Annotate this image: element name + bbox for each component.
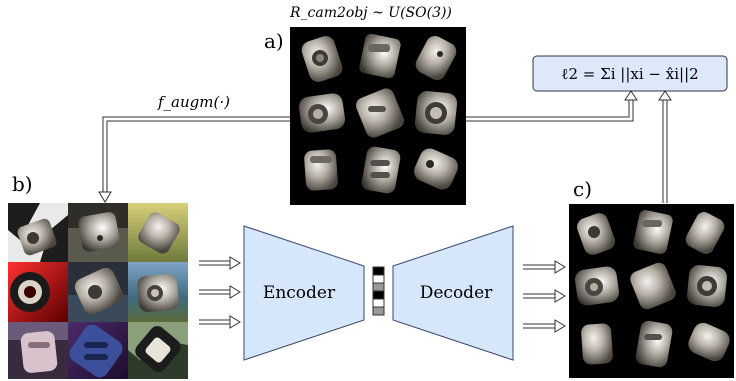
rotation-formula: R_cam2obj ~ U(SO(3)): [289, 5, 452, 21]
augmentation-function: f_augm(·): [157, 93, 230, 111]
loss-formula: ℓ2 = Σi ||xi − x̂i||2: [561, 65, 698, 83]
output-arrow: [523, 319, 566, 333]
input-arrow: [199, 315, 241, 329]
arrow-c-to-loss: [658, 90, 672, 203]
output-arrow: [523, 289, 566, 303]
input-arrows: [199, 256, 241, 329]
rendered-views-grid-a: [290, 27, 466, 205]
grid-a-tile: [414, 91, 458, 135]
loss-box: ℓ2 = Σi ||xi − x̂i||2: [532, 55, 728, 92]
decoder-block: Decoder: [392, 225, 514, 361]
grid-c-tile: [633, 210, 673, 254]
loss-box-frame: [532, 55, 728, 92]
grid-a-tile: [361, 146, 401, 194]
input-arrow: [199, 256, 241, 270]
grid-a-tile: [359, 33, 401, 79]
reconstructed-views-grid-c: [569, 204, 734, 378]
grid-a-tile: [414, 148, 458, 190]
latent-code: [372, 266, 385, 316]
grid-c-tile: [574, 266, 620, 306]
grid-a-tile: [301, 36, 343, 82]
output-arrow: [523, 260, 566, 274]
grid-c-tile: [581, 323, 613, 365]
output-arrows: [523, 260, 566, 333]
grid-c-tile: [685, 212, 725, 254]
input-arrow: [199, 285, 241, 299]
grid-a-tile: [356, 88, 404, 138]
augmented-views-grid-b: [8, 203, 188, 379]
grid-a-tile: [299, 93, 345, 133]
encoder-block: Encoder: [243, 225, 365, 361]
grid-a-tile: [415, 36, 457, 80]
encoder-label: Encoder: [263, 283, 336, 303]
grid-c-tile: [630, 262, 676, 310]
decoder-label: Decoder: [420, 283, 493, 303]
grid-a-tile: [304, 149, 338, 191]
arrow-a-to-loss: [466, 90, 638, 122]
grid-c-tile: [688, 322, 730, 362]
label-b: b): [12, 172, 33, 196]
grid-c-tile: [687, 265, 727, 307]
label-c: c): [573, 177, 592, 201]
arrow-a-to-b: [98, 116, 290, 203]
grid-c-tile: [577, 213, 615, 255]
grid-c-tile: [635, 320, 673, 368]
label-a: a): [264, 29, 284, 53]
